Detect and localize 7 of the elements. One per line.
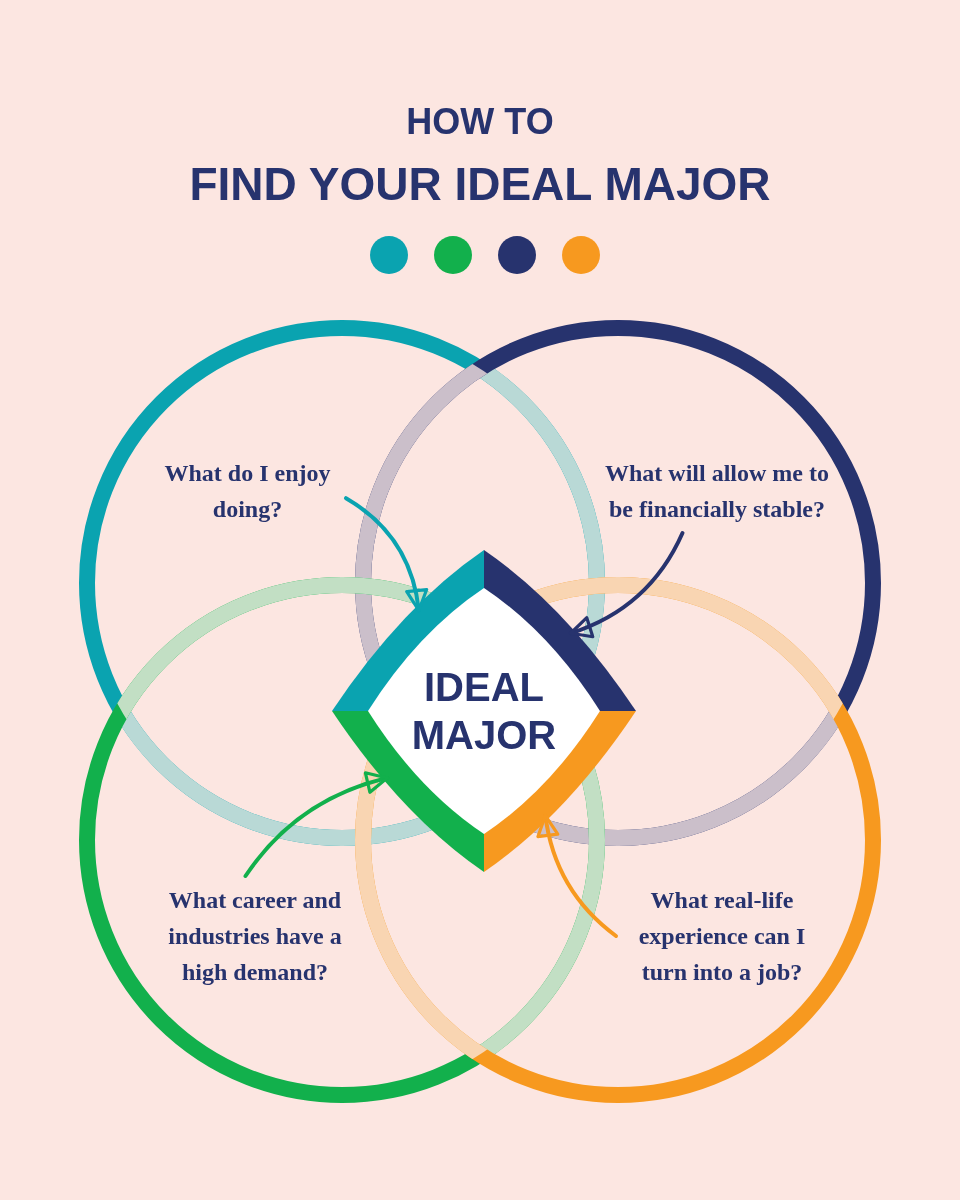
center-label: IDEAL MAJOR bbox=[410, 664, 558, 759]
subtitle: HOW TO bbox=[405, 100, 555, 144]
question-text: What real-life experience can I turn into a job? bbox=[637, 886, 807, 987]
question-text: What career and industries have a high demand? bbox=[167, 886, 343, 987]
question-text: What do I enjoy doing? bbox=[163, 459, 332, 524]
title: FIND YOUR IDEAL MAJOR bbox=[188, 157, 772, 212]
question-text: What will allow me to be financially stable? bbox=[604, 459, 830, 524]
